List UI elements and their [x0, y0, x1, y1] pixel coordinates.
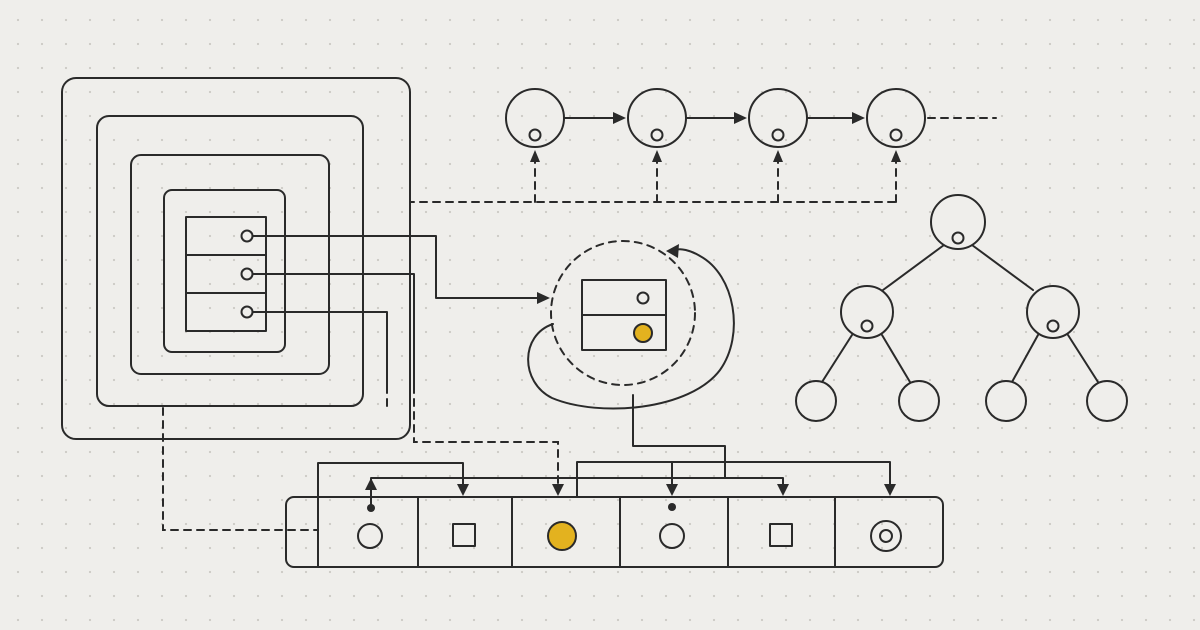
- pointer-line: [252, 273, 415, 387]
- tree-leaf-node: [795, 380, 837, 422]
- record-pointers: [162, 235, 564, 531]
- pointer-dashed: [413, 385, 559, 485]
- cycle-object: [527, 240, 735, 479]
- pointer-slot-1: [240, 229, 254, 243]
- arrow-right-icon: [852, 112, 865, 124]
- square-icon: [769, 523, 793, 547]
- pointer-line: [252, 311, 388, 387]
- arrow-down-icon: [884, 484, 896, 496]
- reference-bus: [409, 185, 897, 203]
- arrow-down-icon: [457, 484, 469, 496]
- arrow-right-icon: [734, 112, 747, 124]
- bus-line: [317, 462, 464, 498]
- tree-root-node: [930, 194, 986, 250]
- node-slot-icon: [650, 128, 664, 142]
- scope-level-3: [130, 154, 330, 375]
- ring-center-icon: [879, 529, 893, 543]
- node-slot-icon: [1046, 319, 1060, 333]
- arrow-up-icon: [365, 478, 377, 490]
- tree-edge: [1011, 334, 1039, 383]
- arrow-down-icon: [777, 484, 789, 496]
- filled-value-icon: [633, 323, 653, 343]
- tree-internal-node: [1026, 285, 1080, 339]
- scope-outer: [61, 77, 411, 440]
- arrow-left-icon: [666, 244, 679, 258]
- arrow-up-icon: [652, 150, 662, 162]
- ring-icon: [870, 520, 902, 552]
- pointer-slot-3: [240, 305, 254, 319]
- node-slot-icon: [528, 128, 542, 142]
- cycle-stem: [632, 394, 726, 479]
- arrow-right-icon: [613, 112, 626, 124]
- tree-edge: [971, 244, 1034, 291]
- pointer-to-object: [252, 235, 539, 299]
- record-table: [185, 216, 267, 332]
- scope-link-dashed: [162, 407, 319, 531]
- arrow-down-icon: [666, 484, 678, 496]
- arrow-right-icon: [537, 292, 550, 304]
- scope-level-2: [96, 115, 364, 407]
- pointer-slot-2: [240, 267, 254, 281]
- tree-internal-node: [840, 285, 894, 339]
- node-slot-icon: [889, 128, 903, 142]
- scope-inner: [163, 189, 286, 353]
- linked-list: [409, 88, 997, 203]
- tree-leaf-node: [898, 380, 940, 422]
- bus-dot: [668, 503, 676, 511]
- node-slot-icon: [951, 231, 965, 245]
- arrow-down-icon: [552, 484, 564, 496]
- cycle-boundary: [550, 240, 696, 386]
- tree-leaf-node: [985, 380, 1027, 422]
- node-slot-icon: [860, 319, 874, 333]
- bus-dot: [367, 504, 375, 512]
- bus-line: [671, 477, 784, 485]
- memory-array: [285, 496, 944, 568]
- arrow-up-icon: [530, 150, 540, 162]
- circle-icon: [357, 523, 383, 549]
- arrow-up-icon: [773, 150, 783, 162]
- self-reference-loop: [527, 248, 735, 410]
- square-icon: [452, 523, 476, 547]
- bus-line: [576, 461, 891, 498]
- list-node: [866, 88, 926, 148]
- tree-edge: [821, 334, 853, 383]
- tree-edge: [882, 244, 945, 291]
- pointer-slot: [636, 291, 650, 305]
- array-bus: [317, 461, 896, 512]
- tree-edge: [1067, 334, 1099, 383]
- nested-scopes: [61, 77, 411, 440]
- tree-leaf-node: [1086, 380, 1128, 422]
- circle-icon: [659, 523, 685, 549]
- tree-edge: [881, 334, 911, 383]
- node-slot-icon: [771, 128, 785, 142]
- array-frame: [285, 496, 944, 568]
- arrow-up-icon: [891, 150, 901, 162]
- binary-tree: [795, 194, 1128, 422]
- filled-circle-icon: [547, 521, 577, 551]
